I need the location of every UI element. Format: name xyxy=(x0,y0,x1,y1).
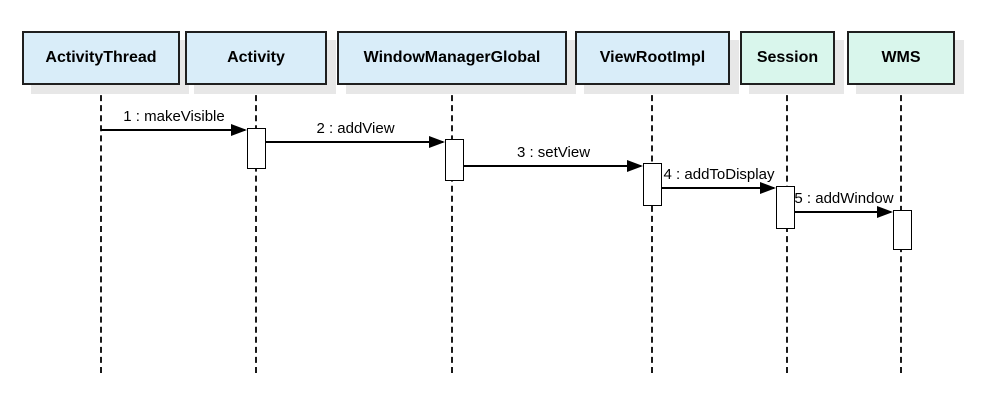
message-label: 5 : addWindow xyxy=(794,190,894,207)
participant-label: WMS xyxy=(881,49,921,66)
activation-bar-session xyxy=(776,186,795,229)
participant-windowmanagerglobal: WindowManagerGlobal xyxy=(337,31,567,85)
participant-label: Session xyxy=(756,49,819,66)
message-line xyxy=(795,211,891,213)
lifeline-windowmanagerglobal xyxy=(451,85,453,373)
message-label: 4 : addToDisplay xyxy=(663,166,775,183)
activation-bar-windowmanagerglobal xyxy=(445,139,464,181)
arrowhead-icon xyxy=(877,206,893,218)
participant-wms: WMS xyxy=(847,31,955,85)
activation-bar-wms xyxy=(893,210,912,250)
message-label: 3 : setView xyxy=(516,144,591,161)
participant-session: Session xyxy=(740,31,835,85)
participant-label: ActivityThread xyxy=(45,49,157,66)
message-label: 1 : makeVisible xyxy=(123,108,225,125)
message-line xyxy=(266,141,443,143)
participant-viewrootimpl: ViewRootImpl xyxy=(575,31,730,85)
arrowhead-icon xyxy=(760,182,776,194)
participant-activitythread: ActivityThread xyxy=(22,31,180,85)
participant-activity: Activity xyxy=(185,31,327,85)
lifeline-viewrootimpl xyxy=(651,85,653,373)
message-label: 2 : addView xyxy=(316,120,395,137)
participant-label: WindowManagerGlobal xyxy=(363,49,541,66)
message-line xyxy=(101,129,245,131)
arrowhead-icon xyxy=(231,124,247,136)
lifeline-activity xyxy=(255,85,257,373)
arrowhead-icon xyxy=(627,160,643,172)
message-line xyxy=(662,187,774,189)
arrowhead-icon xyxy=(429,136,445,148)
activation-bar-activity xyxy=(247,128,266,169)
message-line xyxy=(464,165,641,167)
activation-bar-viewrootimpl xyxy=(643,163,662,206)
participant-label: ViewRootImpl xyxy=(599,49,706,66)
participant-label: Activity xyxy=(227,49,285,66)
lifeline-activitythread xyxy=(100,85,102,373)
lifeline-session xyxy=(786,85,788,373)
